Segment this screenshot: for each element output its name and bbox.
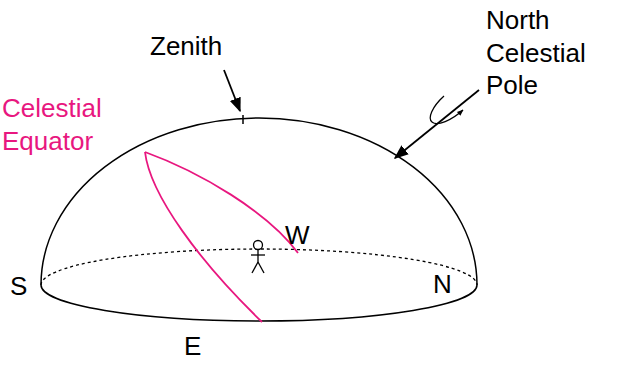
label-holder: Zenith <box>150 30 270 63</box>
rotation-symbol <box>430 96 463 124</box>
pole-arrow <box>395 90 479 158</box>
label-holder: Celestial Equator <box>2 92 138 157</box>
label-holder: N <box>433 268 463 301</box>
direction-label: E <box>184 330 214 363</box>
label-holder: North Celestial Pole <box>486 4 616 102</box>
sky-label: North Celestial Pole <box>486 4 616 102</box>
label-holder: W <box>285 219 325 252</box>
celestial-equator-arc <box>145 152 262 322</box>
equator-label: Celestial Equator <box>2 92 138 157</box>
sky-dome <box>41 118 477 285</box>
horizon-back <box>41 249 477 285</box>
zenith-tick <box>242 115 244 124</box>
horizon-front <box>41 285 477 321</box>
observer-figure <box>251 241 265 274</box>
celestial-equator-arc <box>145 152 298 253</box>
zenith-arrow <box>224 70 240 111</box>
direction-label: S <box>10 270 40 303</box>
sky-label: Zenith <box>150 30 270 63</box>
label-holder: S <box>10 270 40 303</box>
label-holder: E <box>184 330 214 363</box>
direction-label: N <box>433 268 463 301</box>
direction-label: W <box>285 219 325 252</box>
